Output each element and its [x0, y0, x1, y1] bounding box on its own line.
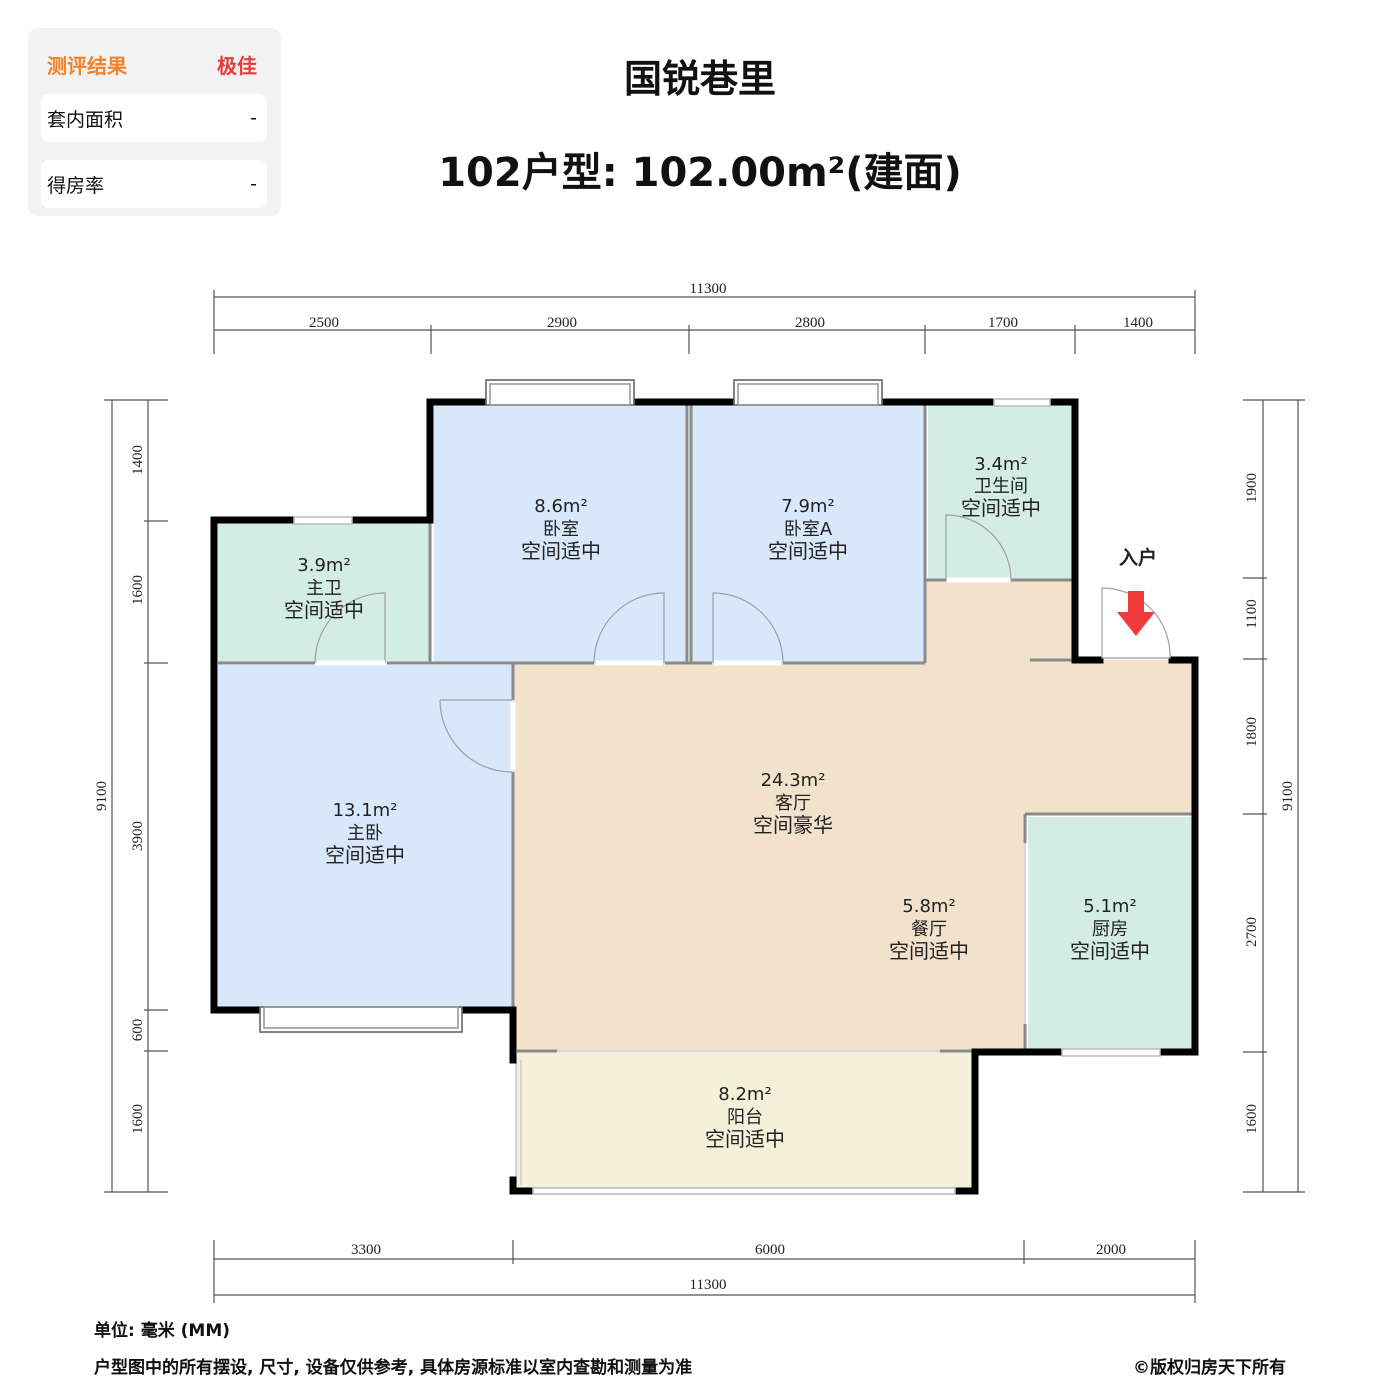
bottom-dim-3: 2000	[1096, 1242, 1126, 1258]
master-bedroom-area	[218, 665, 513, 1007]
room-label-bedroom-a: 7.9m² 卧室A 空间适中	[768, 496, 848, 563]
disclaimer-note: 户型图中的所有摆设, 尺寸, 设备仅供参考, 具体房源标准以室内查勘和测量为准	[94, 1358, 693, 1378]
master-bath-area	[218, 522, 430, 663]
left-dimensions	[104, 399, 168, 1193]
room-label-bedroom: 8.6m² 卧室 空间适中	[521, 496, 601, 563]
evaluation-rating: 极佳	[217, 54, 257, 78]
room-label-bathroom: 3.4m² 卫生间 空间适中	[961, 454, 1041, 520]
room-label-master-bath: 3.9m² 主卫 空间适中	[284, 555, 364, 622]
bottom-total-dim: 11300	[690, 1277, 727, 1293]
room-label-living-room: 24.3m² 客厅 空间豪华	[753, 770, 833, 837]
unit-note: 单位: 毫米 (MM)	[94, 1321, 231, 1341]
entrance-arrow-icon	[1117, 591, 1155, 636]
evaluation-row-inner-area: 套内面积 -	[41, 94, 267, 142]
svg-text:空间适中: 空间适中	[325, 843, 405, 867]
left-dim-3: 3900	[130, 821, 146, 851]
bedroom-a-area	[691, 405, 924, 663]
entrance-label: 入户	[1119, 546, 1157, 569]
small-windows	[293, 398, 1161, 1195]
kitchen-area	[1028, 817, 1192, 1050]
evaluation-label: 测评结果	[47, 54, 127, 78]
room-label-dining-room: 5.8m² 餐厅 空间适中	[889, 896, 969, 963]
page-title: 国锐巷里	[623, 57, 776, 101]
svg-text:主卧: 主卧	[347, 823, 383, 844]
svg-text:空间适中: 空间适中	[1070, 939, 1150, 963]
right-dimensions	[1243, 399, 1305, 1193]
bathroom-area	[928, 405, 1073, 580]
bottom-dim-1: 3300	[351, 1242, 381, 1258]
left-dim-2: 1600	[130, 575, 146, 605]
svg-text:阳台: 阳台	[727, 1107, 763, 1128]
evaluation-card: 测评结果 极佳 套内面积 - 得房率 -	[28, 28, 281, 216]
windows	[259, 379, 883, 1033]
left-dim-5: 1600	[130, 1104, 146, 1134]
svg-text:卧室: 卧室	[543, 519, 579, 540]
svg-text:5.8m²: 5.8m²	[902, 896, 955, 917]
svg-text:卧室A: 卧室A	[784, 519, 833, 540]
right-dim-1: 1900	[1244, 473, 1260, 503]
svg-text:空间适中: 空间适中	[889, 939, 969, 963]
top-dim-1: 2500	[309, 315, 339, 331]
svg-text:卫生间: 卫生间	[974, 476, 1028, 497]
inner-area-value: -	[250, 107, 257, 129]
door-openings	[317, 577, 1010, 770]
living-room-area	[513, 580, 1192, 1050]
balcony-area	[516, 1052, 974, 1189]
bedroom-area	[434, 405, 687, 663]
svg-text:24.3m²: 24.3m²	[761, 770, 826, 791]
interior-walls	[218, 405, 1192, 1053]
svg-text:空间豪华: 空间豪华	[753, 813, 833, 837]
room-label-master-bedroom: 13.1m² 主卧 空间适中	[325, 800, 405, 867]
svg-text:客厅: 客厅	[775, 793, 811, 814]
svg-text:3.9m²: 3.9m²	[297, 555, 350, 576]
right-dim-4: 2700	[1244, 917, 1260, 947]
exterior-walls	[210, 398, 1199, 1195]
evaluation-row-efficiency: 得房率 -	[41, 160, 267, 208]
top-dimensions	[213, 290, 1196, 354]
room-label-kitchen: 5.1m² 厨房 空间适中	[1070, 896, 1150, 963]
inner-area-label: 套内面积	[47, 108, 124, 131]
svg-text:8.6m²: 8.6m²	[534, 496, 587, 517]
svg-text:主卫: 主卫	[306, 578, 342, 599]
svg-text:7.9m²: 7.9m²	[781, 496, 834, 517]
svg-text:餐厅: 餐厅	[911, 919, 947, 940]
svg-text:空间适中: 空间适中	[521, 539, 601, 563]
top-dim-2: 2900	[547, 315, 577, 331]
svg-text:8.2m²: 8.2m²	[718, 1084, 771, 1105]
room-fills	[218, 405, 1192, 1189]
top-total-dim: 11300	[690, 281, 727, 297]
svg-text:5.1m²: 5.1m²	[1083, 896, 1136, 917]
svg-text:3.4m²: 3.4m²	[974, 454, 1027, 475]
left-total-dim: 9100	[94, 781, 110, 811]
efficiency-value: -	[250, 173, 257, 195]
svg-text:空间适中: 空间适中	[961, 496, 1041, 520]
bottom-dimensions	[213, 1240, 1196, 1303]
svg-text:空间适中: 空间适中	[705, 1127, 785, 1151]
left-dim-1: 1400	[130, 445, 146, 475]
svg-text:空间适中: 空间适中	[768, 539, 848, 563]
room-label-balcony: 8.2m² 阳台 空间适中	[705, 1084, 785, 1151]
svg-text:空间适中: 空间适中	[284, 598, 364, 622]
svg-text:13.1m²: 13.1m²	[333, 800, 398, 821]
top-dim-3: 2800	[795, 315, 825, 331]
unit-type-subtitle: 102户型: 102.00m²(建面)	[438, 150, 962, 196]
evaluation-header: 测评结果 极佳	[47, 50, 257, 79]
efficiency-label: 得房率	[47, 174, 105, 197]
svg-text:厨房: 厨房	[1092, 919, 1128, 940]
top-dim-5: 1400	[1123, 315, 1153, 331]
bottom-dim-2: 6000	[755, 1242, 785, 1258]
sliding-doors	[515, 843, 1026, 1185]
left-dim-4: 600	[130, 1019, 146, 1042]
right-dim-2: 1100	[1244, 599, 1260, 628]
copyright-note: ©版权归房天下所有	[1133, 1358, 1286, 1378]
right-total-dim: 9100	[1280, 781, 1296, 811]
right-dim-5: 1600	[1244, 1104, 1260, 1134]
top-dim-4: 1700	[988, 315, 1018, 331]
right-dim-3: 1800	[1244, 717, 1260, 747]
